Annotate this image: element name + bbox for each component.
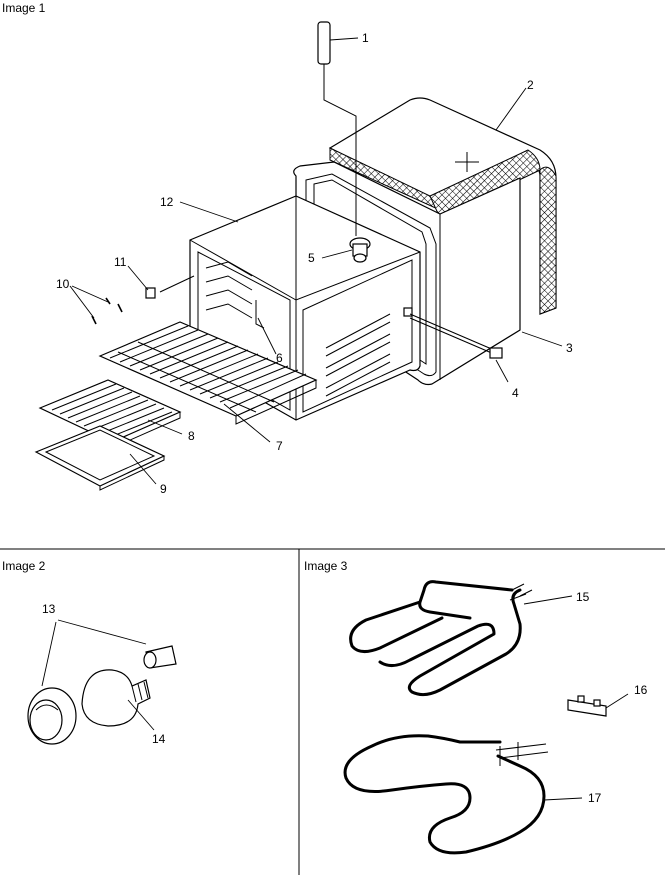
callout-14: 14 [152,732,166,746]
callout-numbers: 1 2 3 4 5 6 7 8 9 10 11 12 13 14 15 16 1… [42,31,648,805]
panel-title-image-2: Image 2 [2,559,46,573]
side-bracket [145,275,195,299]
bake-element [343,734,549,855]
screws [91,297,123,325]
image-3-leaders [523,595,629,801]
element-terminal-block [567,695,607,717]
insulation-blanket [328,97,557,315]
callout-9: 9 [160,482,167,496]
thermostat-fitting [349,237,371,263]
panel-dividers [0,548,665,875]
light-assembly [27,645,177,745]
light-lens [27,687,77,745]
callout-6: 6 [276,351,283,365]
callout-2: 2 [527,78,534,92]
callout-13: 13 [42,602,56,616]
callout-10: 10 [56,277,70,291]
callout-12: 12 [160,195,174,209]
callout-5: 5 [308,251,315,265]
panel-title-image-1: Image 1 [2,1,46,15]
cavity-clip [255,300,265,329]
callout-8: 8 [188,429,195,443]
callout-16: 16 [634,683,648,697]
image-1-leaders [69,37,563,485]
oven-assembly [34,21,557,491]
callout-1: 1 [362,31,369,45]
broil-element [349,580,533,697]
image-2-leaders [41,619,155,731]
sensor-probe [317,21,357,236]
oven-rack [98,321,318,425]
callout-4: 4 [512,386,519,400]
callout-11: 11 [114,255,127,269]
callout-17: 17 [588,791,602,805]
panel-title-image-3: Image 3 [304,559,348,573]
light-socket [143,645,177,669]
callout-7: 7 [276,439,283,453]
light-bulb [81,669,151,727]
terminal-block [409,313,503,359]
callout-3: 3 [566,341,573,355]
callout-15: 15 [576,590,590,604]
broil-pan [34,425,166,491]
